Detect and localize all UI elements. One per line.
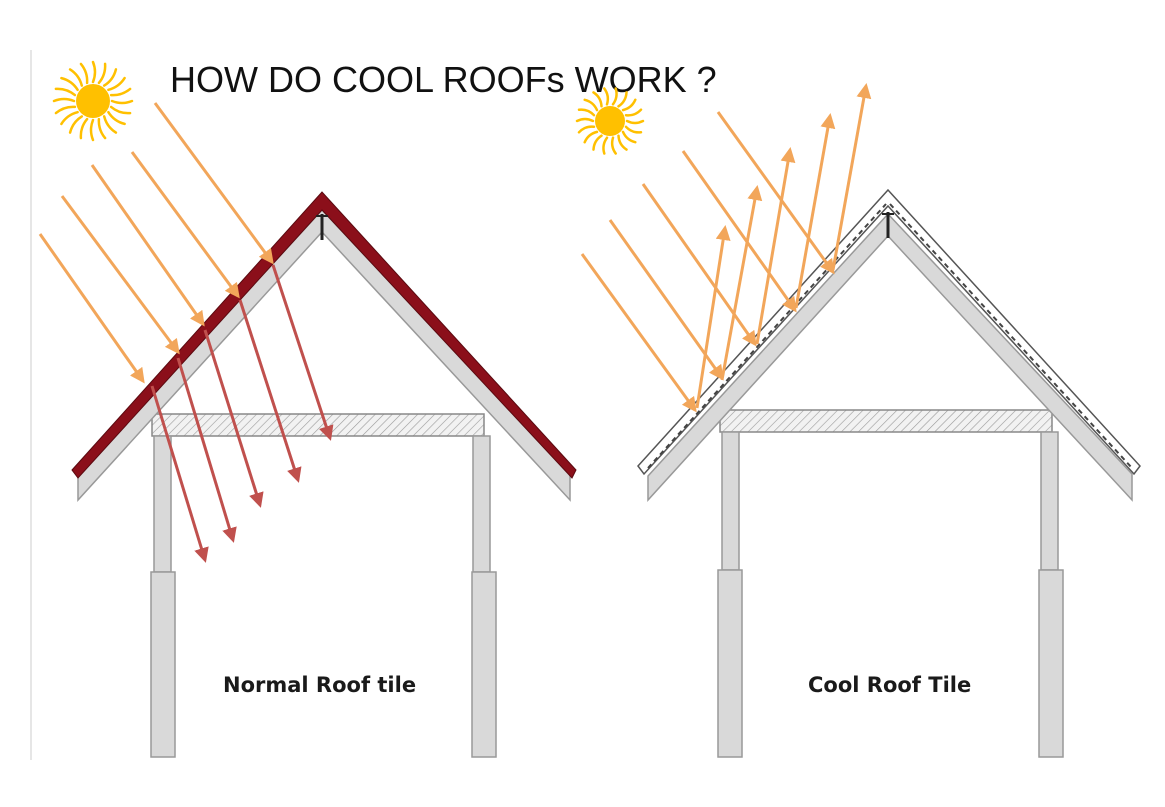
sun-icon	[575, 87, 645, 155]
incoming-ray	[681, 150, 797, 313]
wall-left-lower	[150, 571, 176, 758]
sun-ray	[60, 76, 79, 92]
sun-ray	[577, 125, 596, 134]
sun-ray	[79, 62, 89, 85]
normal-roof-tile	[71, 191, 577, 479]
sun-disc	[595, 106, 625, 136]
sun-ray	[617, 91, 628, 108]
reflected-ray	[831, 83, 872, 271]
sun-ray	[54, 87, 77, 97]
wall-left-lower	[717, 569, 743, 758]
reflected-ray	[720, 185, 763, 381]
sun-ray	[97, 62, 107, 85]
sun-ray	[52, 97, 76, 103]
wall-left-upper	[153, 435, 172, 573]
sun-ray	[617, 134, 628, 151]
incoming-ray	[60, 195, 180, 355]
sun-ray	[602, 136, 609, 155]
sun-disc	[76, 84, 110, 118]
absorbed-ray	[150, 385, 209, 563]
reflected-ray	[794, 113, 836, 309]
sun-ray	[68, 115, 84, 134]
incoming-ray	[716, 111, 835, 275]
sun-ray	[611, 87, 618, 106]
incoming-ray	[90, 164, 205, 327]
reflected-ray	[695, 225, 731, 409]
sun-ray	[91, 60, 97, 84]
sun-ray	[625, 119, 645, 125]
cool-reflected-rays	[695, 83, 872, 409]
sun-ray	[109, 87, 132, 97]
sun-ray	[89, 118, 95, 142]
sun-ray	[102, 68, 118, 87]
sun-ray	[577, 108, 596, 117]
sun-ray	[107, 76, 126, 92]
incoming-ray	[38, 233, 145, 384]
ceiling-insulation	[719, 409, 1053, 433]
sun-ray	[68, 68, 84, 87]
tile-dashes-right	[889, 203, 1133, 469]
sun-icon	[52, 60, 134, 142]
cool-roof-label: Cool Roof Tile	[808, 673, 971, 697]
sun-ray	[621, 130, 637, 144]
wall-right-upper	[472, 435, 491, 573]
incoming-ray	[608, 219, 724, 381]
cool-house	[637, 188, 1141, 758]
sun-ray	[583, 98, 599, 112]
incoming-ray	[641, 183, 757, 347]
absorbed-ray	[176, 357, 237, 543]
sun-ray	[624, 108, 643, 117]
diagram-title: HOW DO COOL ROOFs WORK ?	[170, 59, 717, 100]
reflected-ray	[755, 147, 796, 345]
wall-right-upper	[1040, 431, 1059, 571]
sun-ray	[79, 117, 89, 140]
normal-absorbed-rays	[150, 264, 334, 563]
sun-ray	[60, 110, 79, 126]
normal-house	[71, 191, 577, 758]
sun-ray	[110, 99, 134, 105]
sun-ray	[621, 98, 637, 112]
absorbed-ray	[271, 264, 334, 441]
roof-underlayer	[77, 208, 571, 502]
sun-ray	[102, 115, 118, 134]
wall-right-lower	[471, 571, 497, 758]
absorbed-ray	[203, 329, 264, 508]
incoming-ray	[580, 253, 697, 413]
sun-ray	[107, 110, 126, 126]
incoming-ray	[153, 102, 274, 265]
sun-ray	[603, 87, 610, 106]
sun-ray	[624, 125, 643, 134]
absorbed-ray	[238, 299, 302, 483]
cool-roof-tile	[637, 188, 1141, 476]
sun-ray	[592, 134, 603, 151]
sun-ray	[109, 105, 132, 115]
sun-ray	[575, 117, 595, 123]
normal-incoming-rays	[38, 102, 274, 384]
sun-ray	[583, 130, 599, 144]
incoming-ray	[130, 151, 240, 299]
wall-right-lower	[1038, 569, 1064, 758]
ceiling-insulation	[151, 413, 485, 437]
wall-left-upper	[721, 431, 740, 571]
sun-ray	[54, 105, 77, 115]
sun-ray	[592, 91, 603, 108]
sun-ray	[97, 117, 107, 140]
cool-incoming-rays	[580, 111, 835, 413]
sun-ray	[610, 136, 617, 155]
normal-roof-label: Normal Roof tile	[223, 673, 416, 697]
